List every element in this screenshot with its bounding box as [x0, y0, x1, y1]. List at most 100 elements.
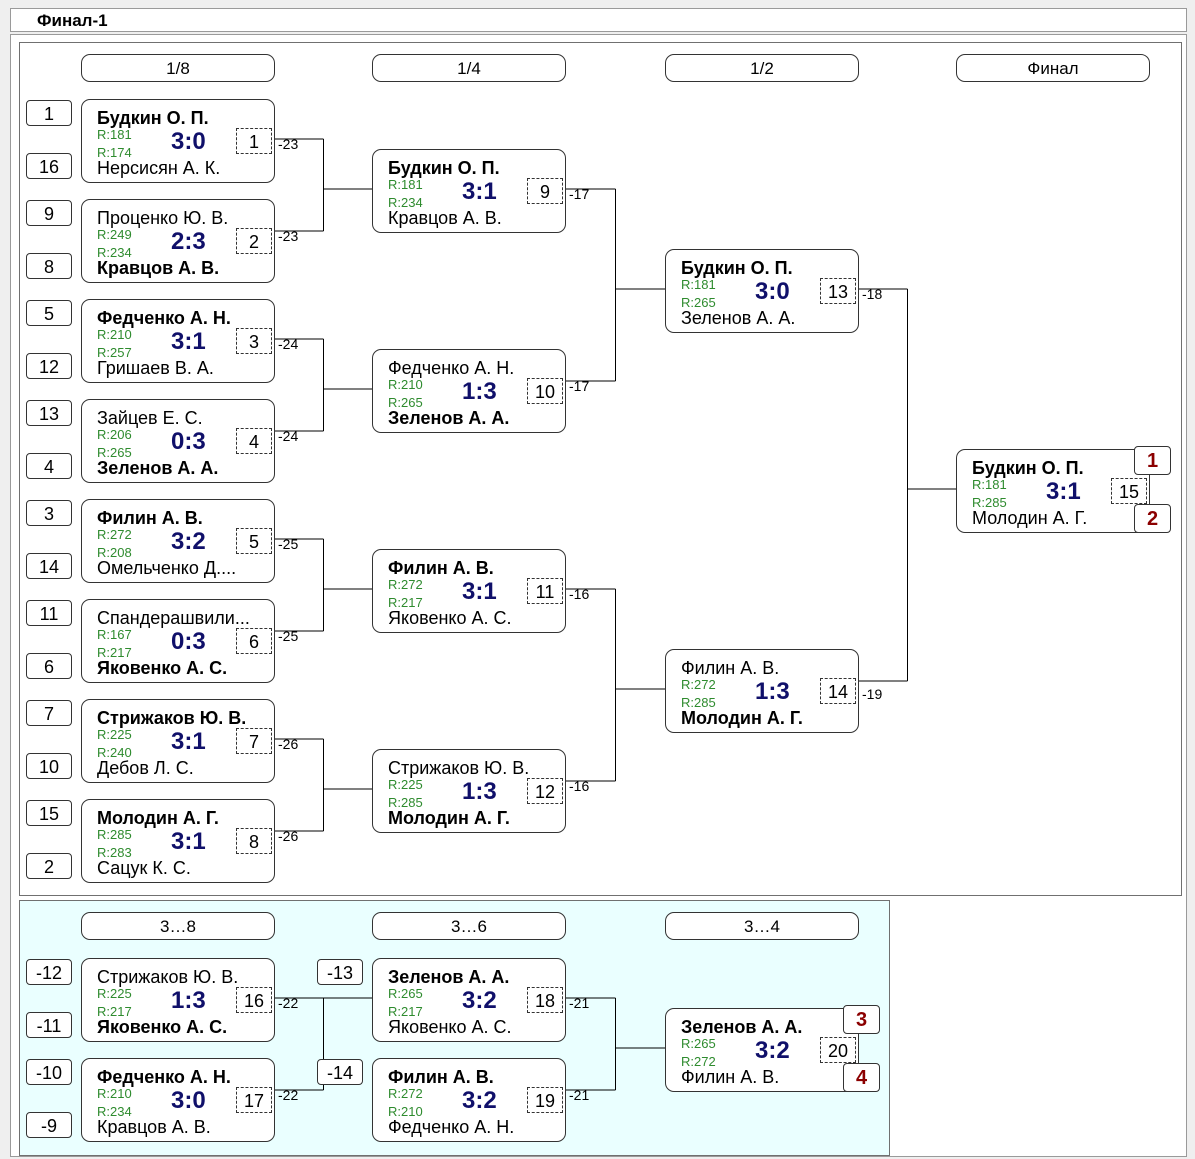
- player-1-rating: R:272: [681, 677, 716, 692]
- player-2-rating: R:240: [97, 745, 132, 760]
- player-1-name: Федченко А. Н.: [97, 1067, 231, 1087]
- player-1-name: Будкин О. П.: [681, 258, 793, 278]
- player-2-name: Кравцов А. В.: [388, 208, 502, 228]
- seed-top: 11: [26, 600, 72, 626]
- match-score: 3:0: [171, 128, 206, 155]
- player-1-rating: R:272: [388, 1086, 423, 1101]
- round-label-qf: 1/4: [372, 54, 566, 82]
- player-2-name: Нерсисян А. К.: [97, 158, 221, 178]
- player-2-rating: R:217: [97, 1004, 132, 1019]
- match-number: 7: [236, 728, 272, 754]
- seed-top: -14: [317, 1059, 363, 1085]
- player-2-rating: R:265: [388, 395, 423, 410]
- player-2-rating: R:257: [97, 345, 132, 360]
- place-loser: 4: [843, 1063, 880, 1092]
- place-loser: 2: [1134, 504, 1171, 533]
- match-score: 3:1: [1046, 478, 1081, 505]
- seed-top: -13: [317, 959, 363, 985]
- player-1-rating: R:206: [97, 427, 132, 442]
- player-1-name: Стрижаков Ю. В.: [97, 967, 239, 987]
- player-1-name: Филин А. В.: [388, 558, 494, 578]
- player-1-name: Филин А. В.: [97, 508, 203, 528]
- match-score: 3:2: [462, 1087, 497, 1114]
- player-1-rating: R:225: [388, 777, 423, 792]
- player-1-name: Будкин О. П.: [97, 108, 209, 128]
- loser-destination: -22: [278, 1087, 299, 1103]
- round-label-3-8: 3…8: [81, 912, 275, 940]
- match-score: 1:3: [462, 378, 497, 405]
- seed-bottom: 4: [26, 453, 72, 479]
- player-2-rating: R:265: [681, 295, 716, 310]
- player-2-rating: R:283: [97, 845, 132, 860]
- player-2-name: Федченко А. Н.: [388, 1117, 515, 1137]
- player-1-rating: R:249: [97, 227, 132, 242]
- player-2-name: Зеленов А. А.: [681, 308, 796, 328]
- loser-destination: -16: [569, 586, 590, 602]
- seed-top: 9: [26, 200, 72, 226]
- player-1-rating: R:272: [97, 527, 132, 542]
- player-1-rating: R:210: [388, 377, 423, 392]
- player-2-rating: R:285: [681, 695, 716, 710]
- player-2-name: Молодин А. Г.: [681, 708, 803, 728]
- seed-top: 15: [26, 800, 72, 826]
- player-1-name: Будкин О. П.: [972, 458, 1084, 478]
- loser-destination: -26: [278, 828, 299, 844]
- place-winner: 3: [843, 1005, 880, 1034]
- match-number: 6: [236, 628, 272, 654]
- player-2-name: Яковенко А. С.: [97, 1017, 228, 1037]
- match-number: 1: [236, 128, 272, 154]
- match-score: 3:1: [462, 178, 497, 205]
- player-2-rating: R:208: [97, 545, 132, 560]
- match-number: 15: [1111, 478, 1147, 504]
- match-score: 0:3: [171, 628, 206, 655]
- round-label-3-6: 3…6: [372, 912, 566, 940]
- seed-bottom: -9: [26, 1112, 72, 1138]
- loser-destination: -19: [862, 686, 883, 702]
- loser-destination: -16: [569, 778, 590, 794]
- player-1-name: Филин А. В.: [388, 1067, 494, 1087]
- match-score: 3:2: [755, 1037, 790, 1064]
- player-2-rating: R:272: [681, 1054, 716, 1069]
- match-score: 3:0: [171, 1087, 206, 1114]
- player-1-rating: R:265: [681, 1036, 716, 1051]
- player-1-rating: R:225: [97, 727, 132, 742]
- match-score: 3:1: [171, 728, 206, 755]
- player-2-rating: R:265: [97, 445, 132, 460]
- player-2-rating: R:285: [388, 795, 423, 810]
- player-1-rating: R:265: [388, 986, 423, 1001]
- player-1-name: Зайцев Е. С.: [97, 408, 203, 428]
- player-2-rating: R:217: [97, 645, 132, 660]
- match-score: 2:3: [171, 228, 206, 255]
- player-1-name: Проценко Ю. В.: [97, 208, 229, 228]
- seed-bottom: 14: [26, 553, 72, 579]
- seed-top: 13: [26, 400, 72, 426]
- match-score: 1:3: [171, 987, 206, 1014]
- loser-destination: -17: [569, 378, 590, 394]
- player-1-name: Федченко А. Н.: [388, 358, 515, 378]
- match-score: 3:0: [755, 278, 790, 305]
- page-title: Финал-1: [37, 11, 108, 30]
- match-score: 3:2: [171, 528, 206, 555]
- player-2-name: Яковенко А. С.: [388, 1017, 512, 1037]
